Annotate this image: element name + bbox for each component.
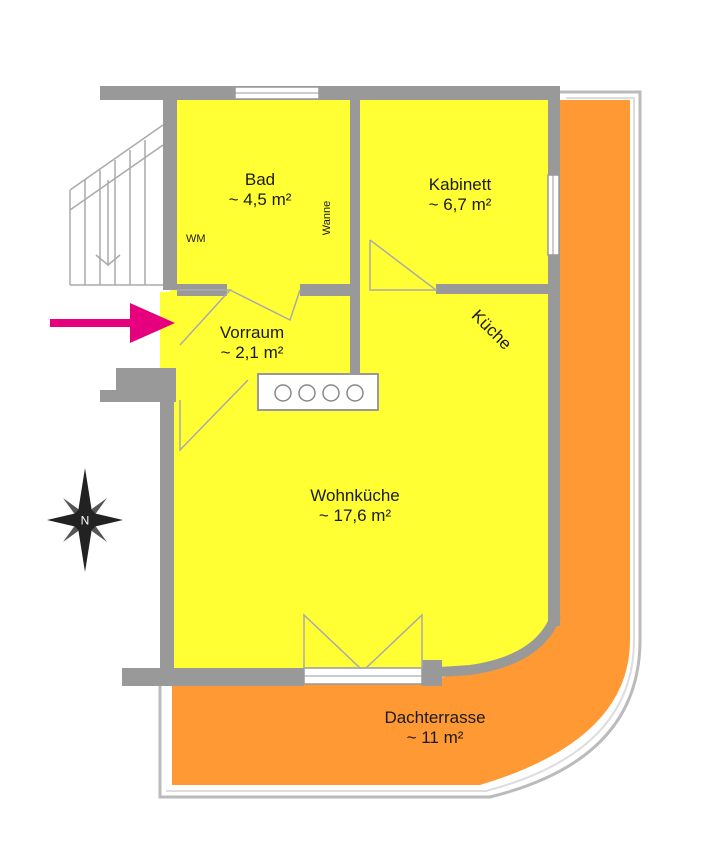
room-area: ~ 2,1 m² [220, 343, 284, 363]
terrace-railing-inner [166, 97, 635, 792]
compass-north-label: N [81, 514, 90, 528]
compass-rose-icon: N [47, 468, 123, 572]
room-name: Kabinett [428, 175, 492, 194]
room-kabinett: Kabinett ~ 6,7 m² [390, 175, 530, 216]
terrace-railing [158, 90, 642, 799]
room-name: Wohnküche [310, 486, 400, 505]
staircase [69, 124, 164, 286]
room-wohnkueche: Wohnküche ~ 17,6 m² [280, 486, 430, 527]
room-area: ~ 4,5 m² [228, 190, 292, 210]
door-swings [177, 239, 439, 669]
room-dachterrasse: Dachterrasse ~ 11 m² [355, 708, 515, 749]
entrance-arrow [50, 303, 175, 343]
room-bad: Bad ~ 4,5 m² [200, 170, 320, 211]
washing-machine-label: WM [186, 233, 206, 245]
room-area: ~ 17,6 m² [318, 506, 392, 526]
room-area: ~ 6,7 m² [428, 195, 492, 215]
room-name: Dachterrasse [384, 708, 486, 727]
curved-wall [439, 613, 561, 677]
room-name: Bad [244, 170, 276, 189]
bathtub-label: Wanne [321, 200, 334, 236]
room-area: ~ 11 m² [406, 728, 464, 748]
room-vorraum: Vorraum ~ 2,1 m² [192, 323, 312, 364]
walls [100, 86, 560, 686]
terrace-area [172, 100, 630, 785]
stove [257, 373, 379, 411]
room-name: Vorraum [219, 323, 285, 342]
